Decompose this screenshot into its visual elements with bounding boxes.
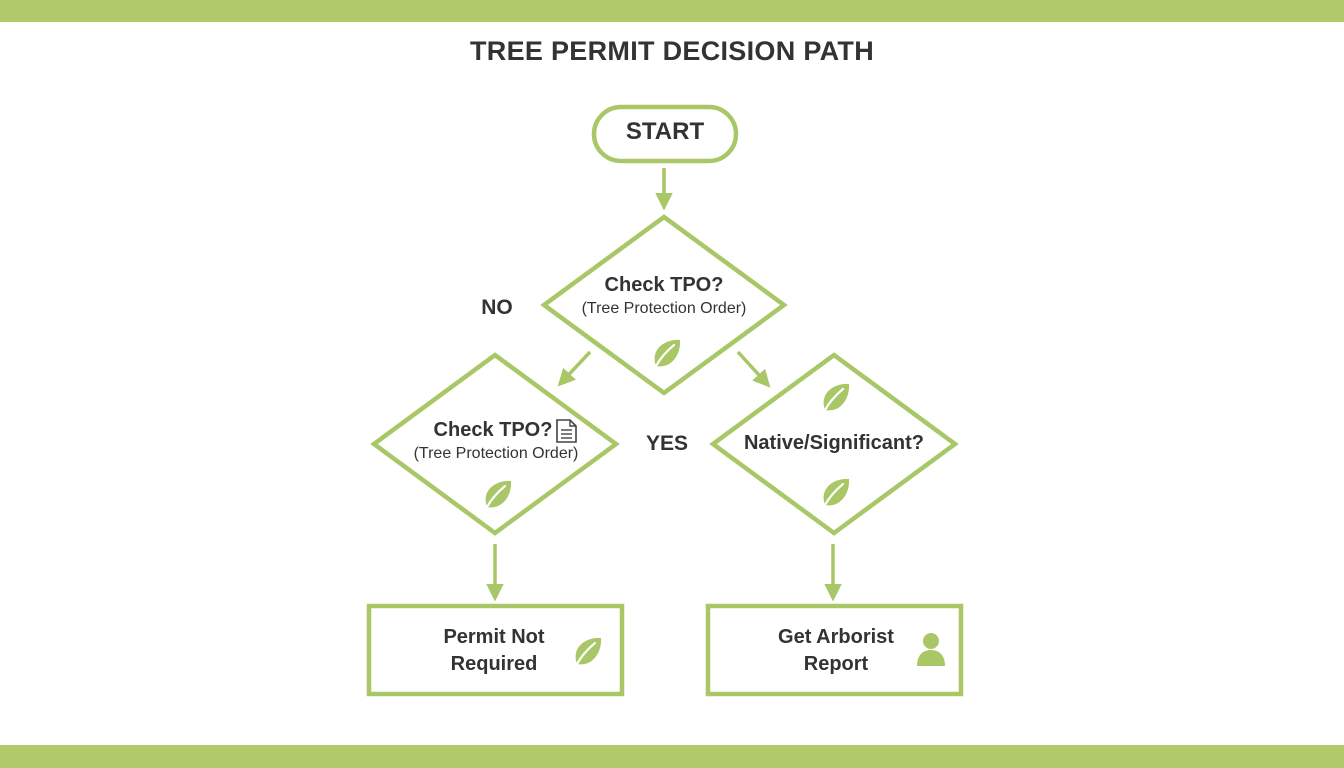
branch-label-no: NO (481, 296, 513, 319)
permit-not-required-label: Permit Not Required (404, 624, 584, 678)
get-arborist-report-line2: Report (803, 653, 869, 675)
outcome-get-arborist-report-shape (705, 603, 964, 697)
check-tpo-left-title: Check TPO? (433, 419, 553, 441)
start-node-shape (591, 104, 739, 164)
diagram-title: TREE PERMIT DECISION PATH (469, 36, 875, 66)
document-icon (556, 419, 577, 443)
native-significant-title: Native/Significant? (743, 432, 925, 454)
get-arborist-report-label: Get Arborist Report (746, 624, 926, 678)
check-tpo-top-subtitle: (Tree Protection Order) (581, 300, 747, 317)
decision-native-significant-shape (709, 352, 959, 536)
decision-check-tpo-left-shape (370, 352, 620, 536)
connector-yes-branch (736, 350, 771, 388)
connector-no-branch (557, 350, 592, 387)
permit-not-required-line1: Permit Not (443, 626, 545, 648)
branch-label-yes: YES (645, 432, 689, 455)
person-icon (917, 633, 945, 666)
start-node-label: START (625, 118, 705, 145)
check-tpo-left-subtitle: (Tree Protection Order) (413, 445, 579, 462)
top-accent-band (0, 0, 1344, 22)
get-arborist-report-line1: Get Arborist (778, 626, 894, 648)
bottom-accent-band (0, 745, 1344, 768)
check-tpo-top-title: Check TPO? (604, 274, 724, 296)
decision-check-tpo-top-shape (540, 214, 788, 396)
permit-not-required-line2: Required (450, 653, 538, 675)
